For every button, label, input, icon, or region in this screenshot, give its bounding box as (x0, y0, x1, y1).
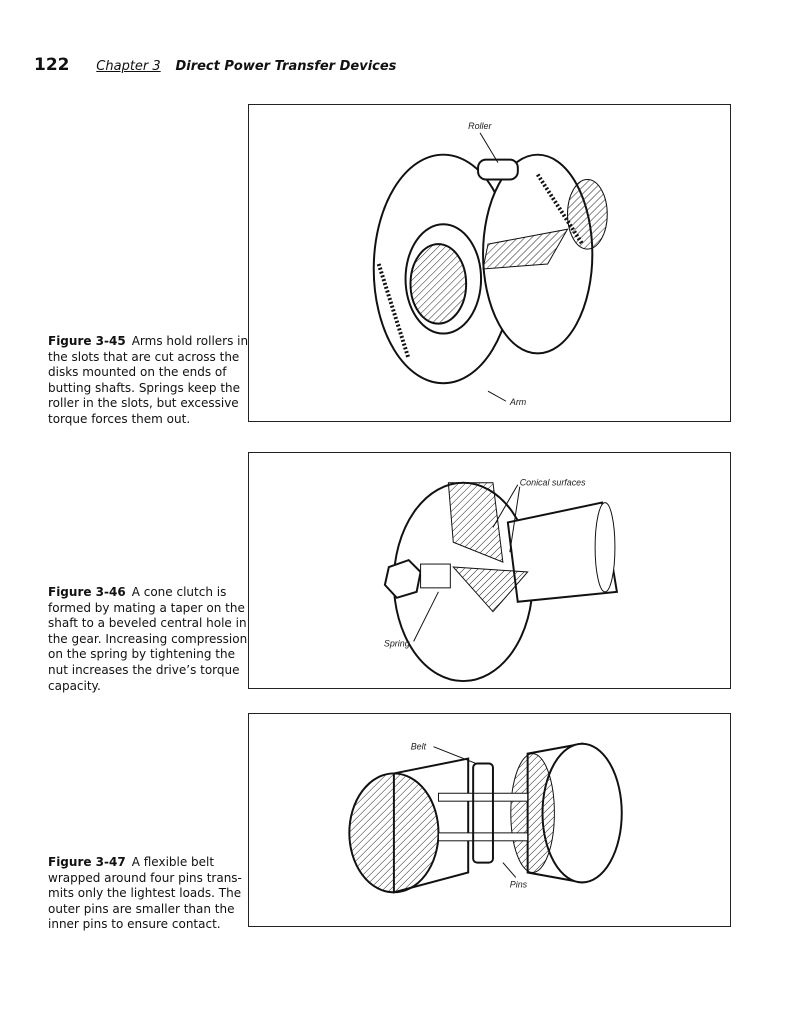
label-pins: Pins (510, 879, 528, 889)
figure-3-46-drawing: Conical surfaces Spring (248, 452, 731, 689)
label-arm: Arm (509, 397, 527, 407)
figure-number: Figure 3-46 (48, 585, 126, 599)
cone-clutch-illustration: Conical surfaces Spring (383, 478, 619, 683)
belt-coupling-illustration: Belt Pins (348, 742, 623, 894)
page-number: 122 (34, 55, 70, 75)
roller-clutch-illustration: Roller Arm (372, 121, 608, 407)
chapter-title: Direct Power Transfer Devices (175, 59, 397, 74)
label-spring: Spring (384, 638, 410, 648)
label-belt: Belt (411, 742, 427, 752)
figure-number: Figure 3-47 (48, 855, 126, 869)
figure-3-45-drawing: Roller Arm (248, 104, 731, 422)
figure-number: Figure 3-45 (48, 334, 126, 348)
chapter-link[interactable]: Chapter 3 (96, 59, 161, 74)
figure-3-47-drawing: Belt Pins (248, 713, 731, 927)
label-conical-surfaces: Conical surfaces (520, 478, 586, 488)
running-header: 122 Chapter 3 Direct Power Transfer Devi… (34, 55, 396, 75)
label-roller: Roller (468, 121, 492, 131)
